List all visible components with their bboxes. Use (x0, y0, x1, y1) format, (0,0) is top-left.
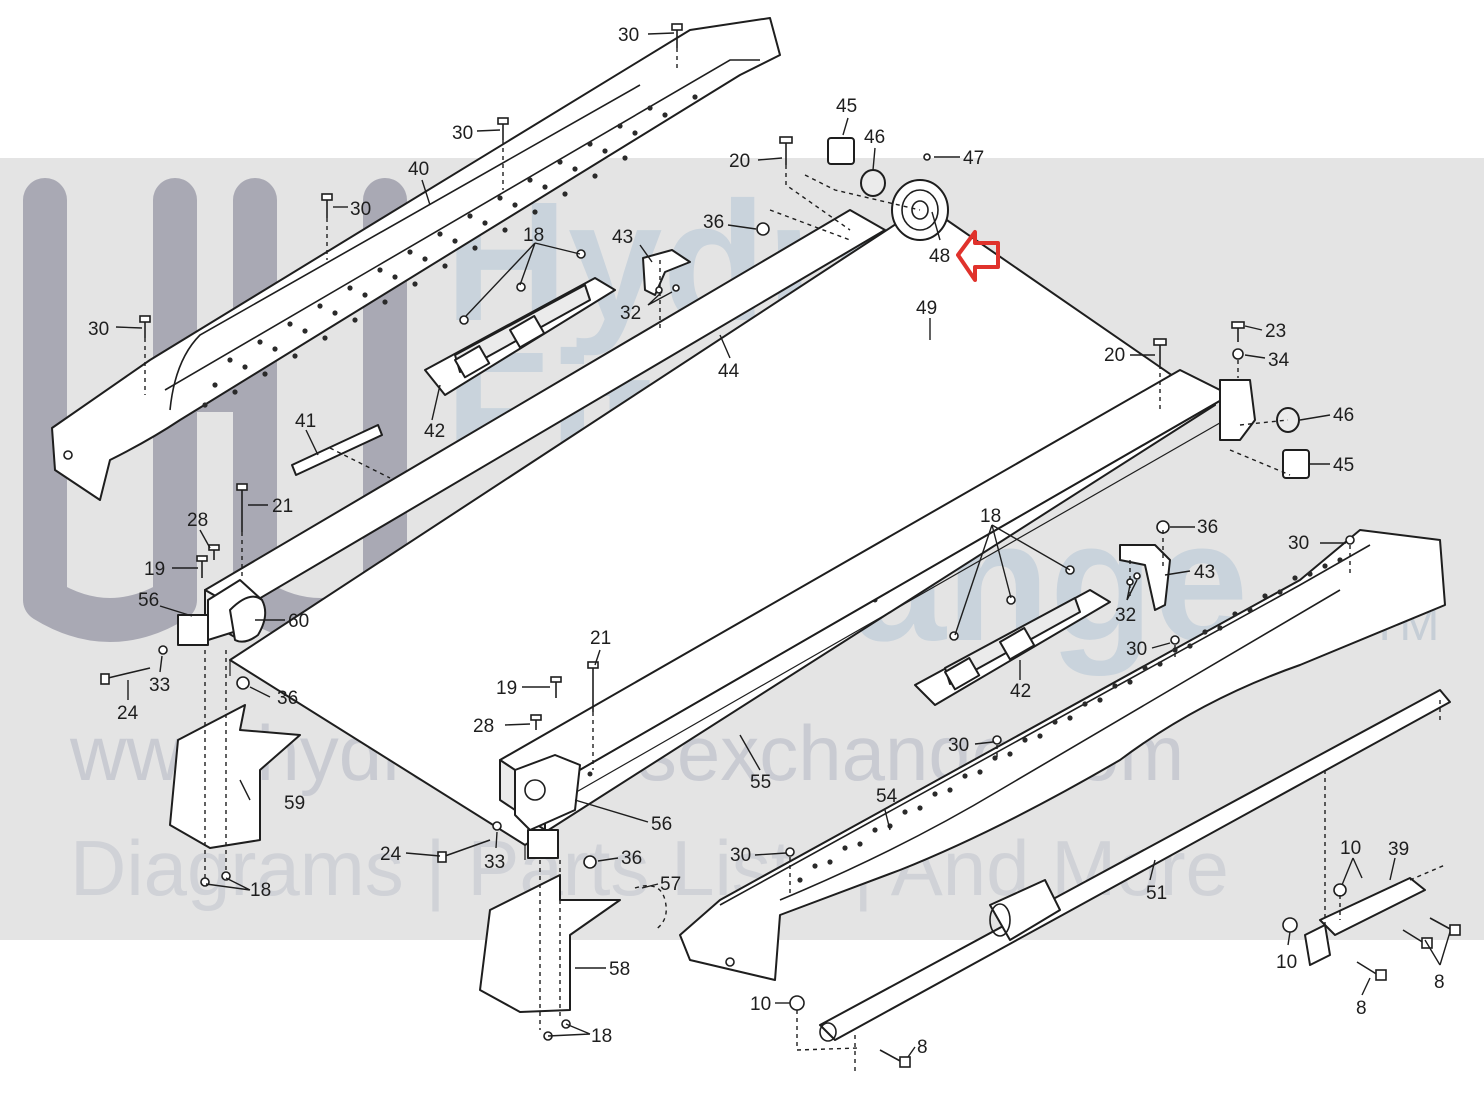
callout-8: 8 (1434, 972, 1445, 993)
part-56-bracket-right (514, 754, 581, 859)
callout-34: 34 (1268, 350, 1290, 371)
callout-28: 28 (187, 510, 208, 531)
callout-20: 20 (1104, 345, 1125, 366)
part-58-right-front-cover (479, 874, 621, 1013)
callout-33: 33 (149, 675, 170, 696)
part-39-rear-bracket (1304, 877, 1426, 966)
part-59-left-front-cover (169, 704, 301, 849)
assembly-lines (144, 48, 1446, 1075)
callout-18: 18 (980, 506, 1001, 527)
callout-30: 30 (88, 319, 109, 340)
callout-41: 41 (295, 411, 316, 432)
callout-18: 18 (250, 880, 271, 901)
callout-40: 40 (408, 159, 429, 180)
callout-30: 30 (948, 735, 969, 756)
leader-lines (115, 32, 1451, 1058)
callout-20: 20 (729, 151, 750, 172)
callout-48: 48 (929, 246, 950, 267)
callout-labels: 30 30 30 30 30 30 30 30 40 41 44 49 55 5… (88, 25, 1445, 1058)
callout-10: 10 (1276, 952, 1297, 973)
callout-18: 18 (523, 225, 544, 246)
callout-39: 39 (1388, 839, 1409, 860)
callout-24: 24 (117, 703, 139, 724)
callout-30: 30 (452, 123, 473, 144)
callout-47: 47 (963, 148, 984, 169)
callout-18: 18 (591, 1026, 612, 1047)
callout-30: 30 (730, 845, 751, 866)
callout-21: 21 (272, 496, 293, 517)
part-43-bracket-left (642, 249, 691, 296)
callout-45: 45 (836, 96, 857, 117)
callout-58: 58 (609, 959, 630, 980)
callout-19: 19 (496, 678, 517, 699)
callout-51: 51 (1146, 883, 1167, 904)
callout-44: 44 (718, 361, 740, 382)
callout-56: 56 (651, 814, 672, 835)
callout-24: 24 (380, 844, 402, 865)
callout-36: 36 (621, 848, 642, 869)
callout-30: 30 (350, 199, 371, 220)
callout-8: 8 (1356, 998, 1367, 1019)
part-45-bearing-right (1282, 449, 1310, 479)
part-60-front-roller (229, 595, 267, 643)
part-34-washer (1232, 348, 1244, 360)
part-46-endcap-left (860, 169, 886, 197)
part-51-frame-tube (819, 689, 1451, 1042)
part-40-left-cover (51, 17, 781, 501)
part-42-cushion-right (914, 589, 1111, 706)
part-40-holes (202, 94, 698, 408)
callout-59: 59 (284, 793, 305, 814)
callout-28: 28 (473, 716, 494, 737)
part-47-screw (923, 153, 931, 161)
callout-45: 45 (1333, 455, 1354, 476)
rear-right-bracket (1219, 379, 1256, 441)
callout-43: 43 (1194, 562, 1215, 583)
callout-19: 19 (144, 559, 165, 580)
callout-23: 23 (1265, 321, 1286, 342)
callout-46: 46 (1333, 405, 1354, 426)
callout-30: 30 (1288, 533, 1309, 554)
callout-36: 36 (703, 212, 724, 233)
callout-49: 49 (916, 298, 937, 319)
callout-36: 36 (277, 688, 298, 709)
callout-57: 57 (660, 874, 681, 895)
callout-54: 54 (876, 786, 898, 807)
callout-32: 32 (620, 303, 641, 324)
callout-42: 42 (424, 421, 445, 442)
part-23-bolt (1231, 321, 1245, 342)
callout-36: 36 (1197, 517, 1218, 538)
callout-10: 10 (1340, 838, 1361, 859)
callout-33: 33 (484, 852, 505, 873)
callout-30: 30 (618, 25, 639, 46)
callout-10: 10 (750, 994, 771, 1015)
part-42-cushion-left (424, 277, 616, 396)
part-43-bracket-right (1119, 544, 1171, 611)
callout-56: 56 (138, 590, 159, 611)
callout-60: 60 (288, 611, 309, 632)
part-41-label (291, 424, 383, 476)
callout-43: 43 (612, 227, 633, 248)
part-45-bearing-left (827, 137, 855, 165)
callout-32: 32 (1115, 605, 1136, 626)
callout-55: 55 (750, 772, 771, 793)
callout-42: 42 (1010, 681, 1031, 702)
callout-8: 8 (917, 1037, 928, 1058)
callout-30: 30 (1126, 639, 1147, 660)
part-54-right-cover (679, 529, 1446, 981)
callout-46: 46 (864, 127, 885, 148)
callout-21: 21 (590, 628, 611, 649)
highlight-arrow (956, 230, 1000, 282)
